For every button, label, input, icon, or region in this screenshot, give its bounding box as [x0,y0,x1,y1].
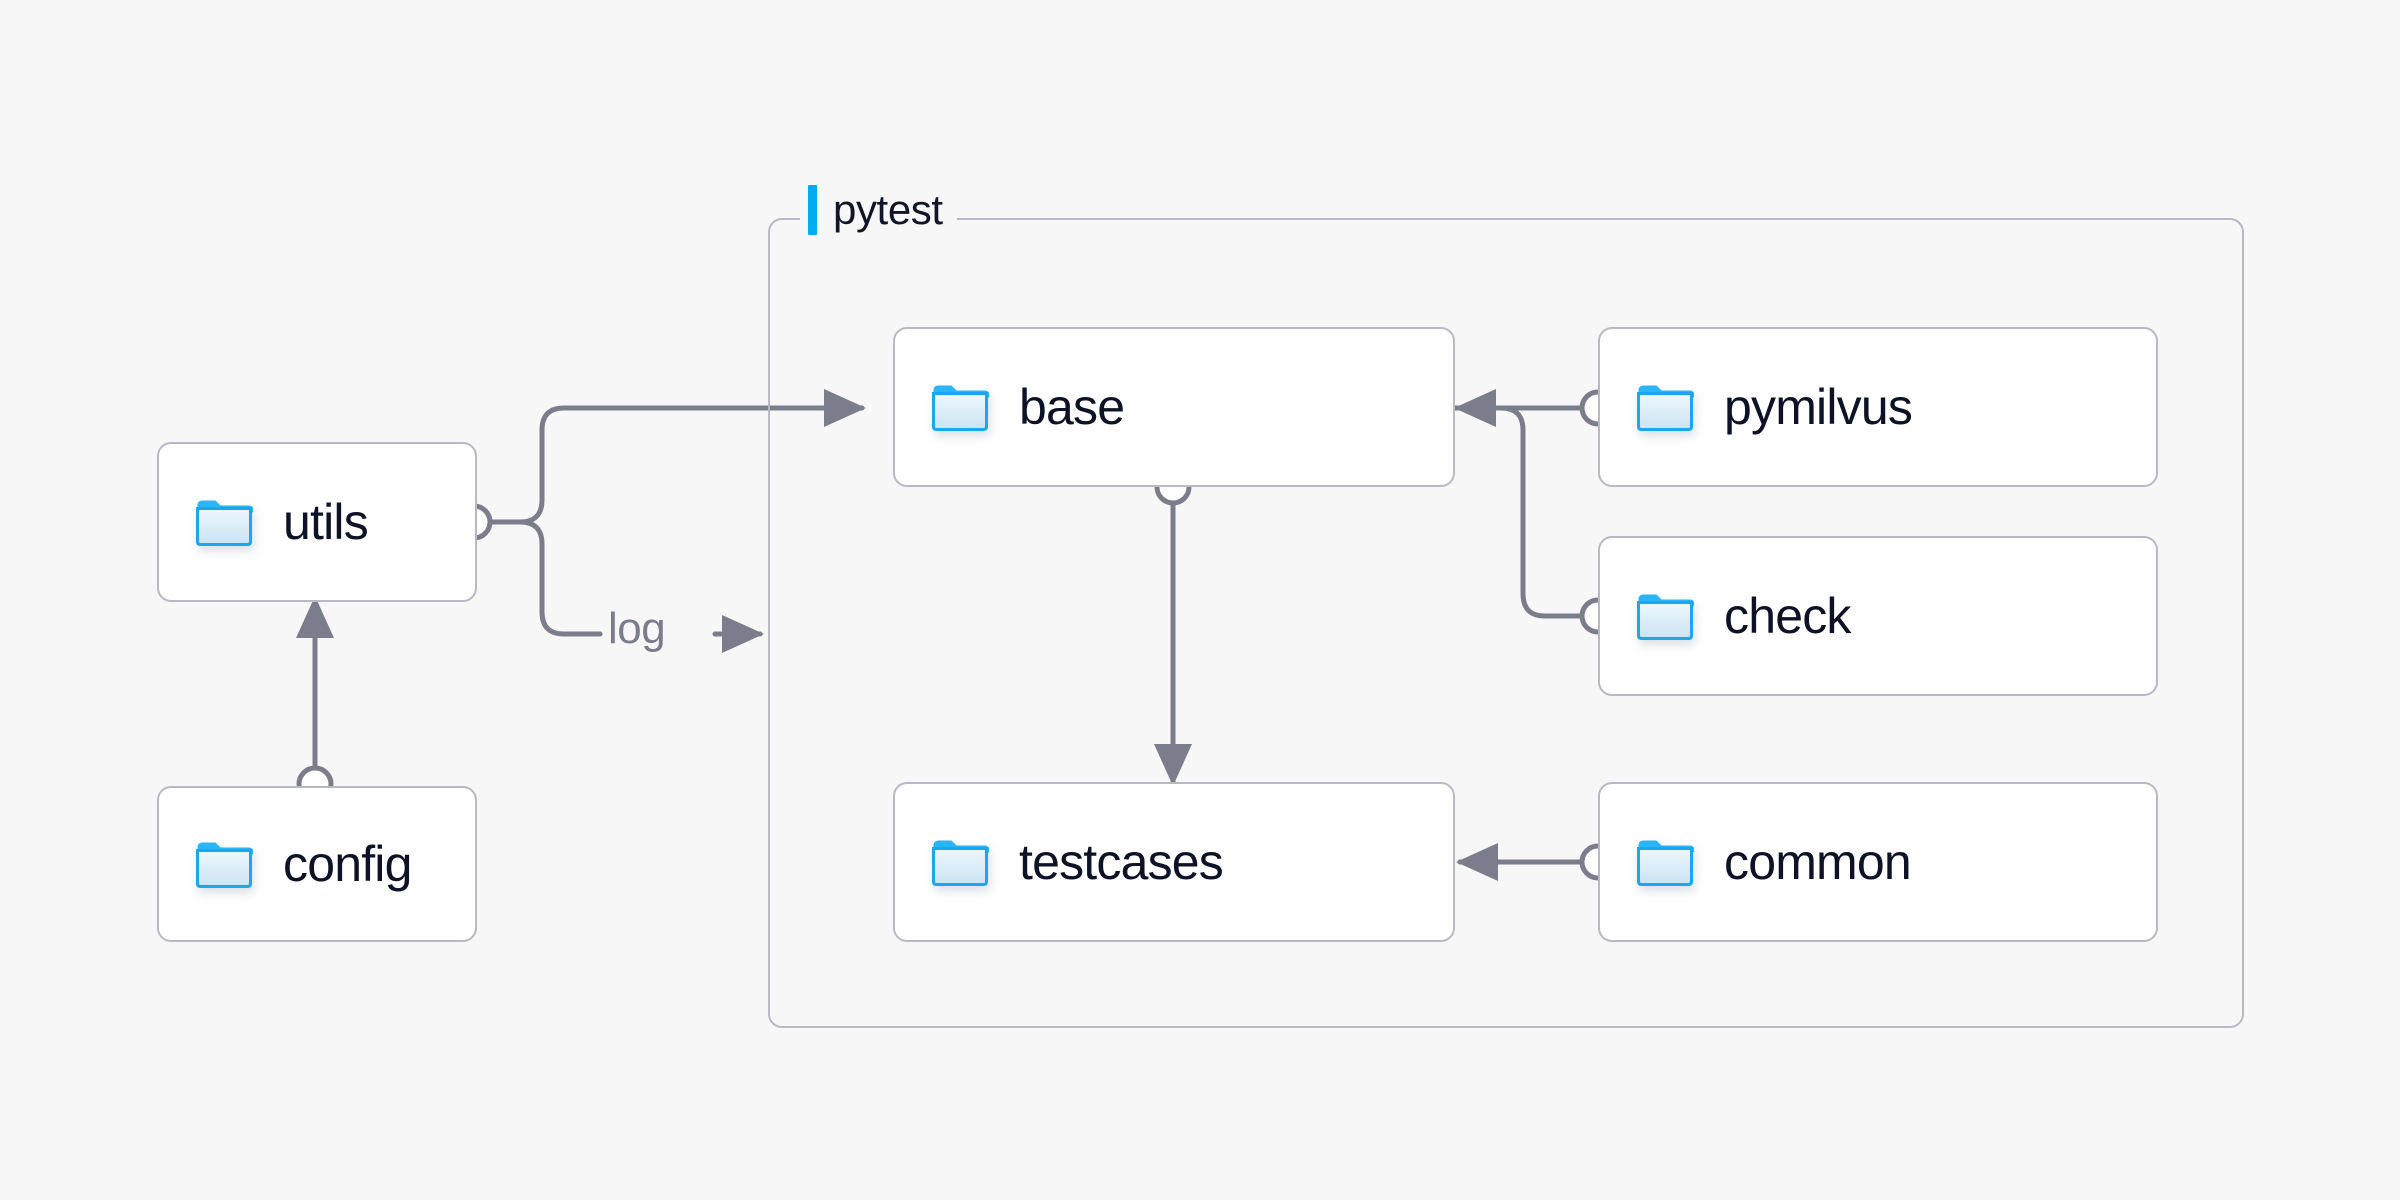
node-utils[interactable]: utils [157,442,477,602]
edge-label-log: log [608,604,666,653]
node-testcases[interactable]: testcases [893,782,1455,942]
node-label: utils [283,494,369,550]
node-common[interactable]: common [1598,782,2158,942]
folder-icon [1636,591,1694,641]
edge-utils-to-log [480,519,603,637]
node-label: pymilvus [1724,379,1913,435]
folder-icon [1636,382,1694,432]
folder-icon [931,837,989,887]
group-title: pytest [833,186,943,233]
node-check[interactable]: check [1598,536,2158,696]
node-label: config [283,836,412,892]
folder-icon [195,839,253,889]
node-config[interactable]: config [157,786,477,942]
folder-icon [1636,837,1694,887]
node-label: common [1724,834,1912,890]
node-label: base [1019,379,1125,435]
folder-icon [931,382,989,432]
node-label: testcases [1019,834,1224,890]
group-label-pytest: pytest [800,180,957,240]
group-container-pytest [768,218,2244,1028]
folder-icon [195,497,253,547]
group-accent-bar [808,185,817,235]
node-label: check [1724,588,1851,644]
node-base[interactable]: base [893,327,1455,487]
node-pymilvus[interactable]: pymilvus [1598,327,2158,487]
